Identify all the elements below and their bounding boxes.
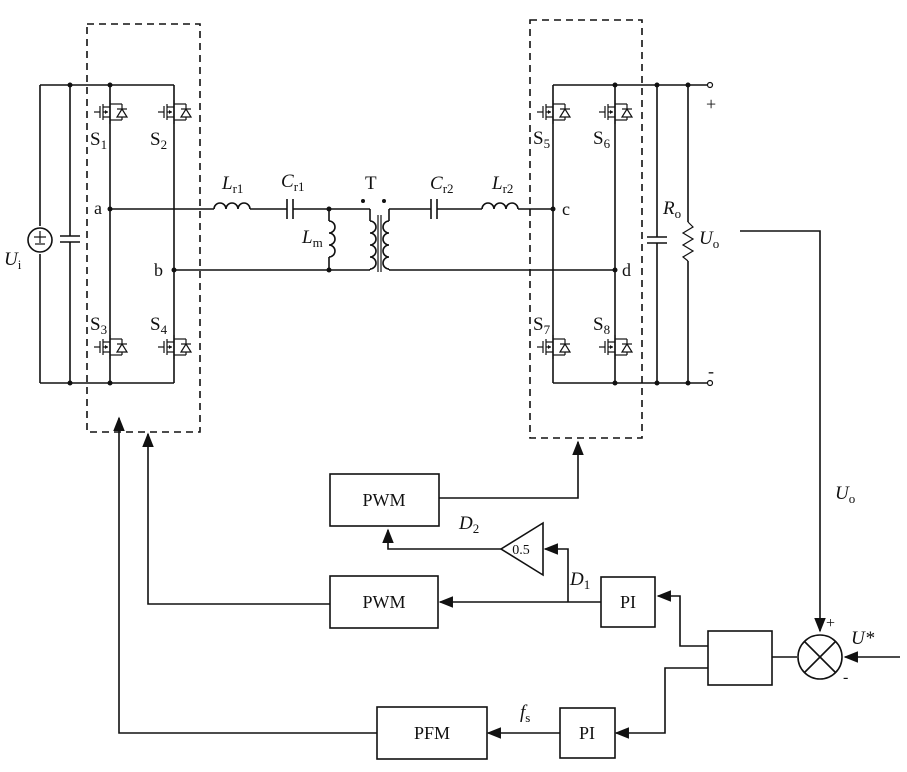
switch-s4-icon xyxy=(157,334,192,360)
node-c: c xyxy=(562,199,570,219)
switch-s3-icon xyxy=(93,334,128,360)
node-d: d xyxy=(622,260,631,280)
primary-bridge xyxy=(39,82,177,386)
label-lr2: Lr2 xyxy=(491,173,513,196)
label-s6: S6 xyxy=(593,128,611,151)
pi-bottom-block xyxy=(559,707,616,759)
node-a: a xyxy=(94,198,102,218)
label-uref: U* xyxy=(851,628,875,649)
gain-label: 0.5 xyxy=(512,543,530,558)
label-s4: S4 xyxy=(150,314,168,337)
pi-top-block xyxy=(600,576,656,628)
label-d2: D2 xyxy=(458,513,479,536)
label-cr2: Cr2 xyxy=(430,173,454,196)
node-b: b xyxy=(154,260,163,280)
label-ro: Ro xyxy=(662,198,681,221)
input-voltage-source xyxy=(27,226,53,254)
label-ui: Ui xyxy=(4,249,22,272)
summing-junction xyxy=(797,634,843,680)
output-minus-label: - xyxy=(708,361,714,381)
label-s1: S1 xyxy=(90,129,107,152)
label-uo-feedback: Uo xyxy=(835,483,855,506)
label-lm: Lm xyxy=(301,227,323,250)
selector-switch-block xyxy=(707,630,773,686)
pi-bottom-label: PI xyxy=(579,723,595,743)
label-s8: S8 xyxy=(593,314,610,337)
label-s3: S3 xyxy=(90,314,107,337)
switch-s7-icon xyxy=(536,334,571,360)
pi-top-label: PI xyxy=(620,592,636,612)
switch-s5-icon xyxy=(536,99,571,125)
pfm-label: PFM xyxy=(414,723,450,743)
label-s7: S7 xyxy=(533,314,551,337)
sum-minus-label: - xyxy=(843,669,848,686)
pwm-middle-block xyxy=(329,575,439,629)
pfm-block xyxy=(376,706,488,760)
label-uo: Uo xyxy=(699,228,719,251)
secondary-bridge xyxy=(552,81,714,387)
primary-bridge-boundary xyxy=(86,23,201,433)
output-plus-label: + xyxy=(706,94,716,114)
label-transformer: T xyxy=(365,173,377,194)
pwm-top-label: PWM xyxy=(362,490,405,510)
switch-s8-icon xyxy=(598,334,633,360)
switch-s6-icon xyxy=(598,99,633,125)
label-s5: S5 xyxy=(533,128,550,151)
label-lr1: Lr1 xyxy=(221,173,243,196)
pwm-top-block xyxy=(329,473,440,527)
control-wiring xyxy=(113,230,900,739)
label-cr1: Cr1 xyxy=(281,171,305,194)
gain-block xyxy=(499,521,544,577)
label-s2: S2 xyxy=(150,129,167,152)
resonant-tank xyxy=(110,199,618,273)
sum-plus-label: + xyxy=(826,615,835,632)
pwm-middle-label: PWM xyxy=(362,592,405,612)
label-d1: D1 xyxy=(569,569,590,592)
switch-s1-icon xyxy=(93,99,128,125)
secondary-bridge-boundary xyxy=(529,19,643,439)
label-fs: fs xyxy=(520,702,530,725)
switch-s2-icon xyxy=(157,99,192,125)
